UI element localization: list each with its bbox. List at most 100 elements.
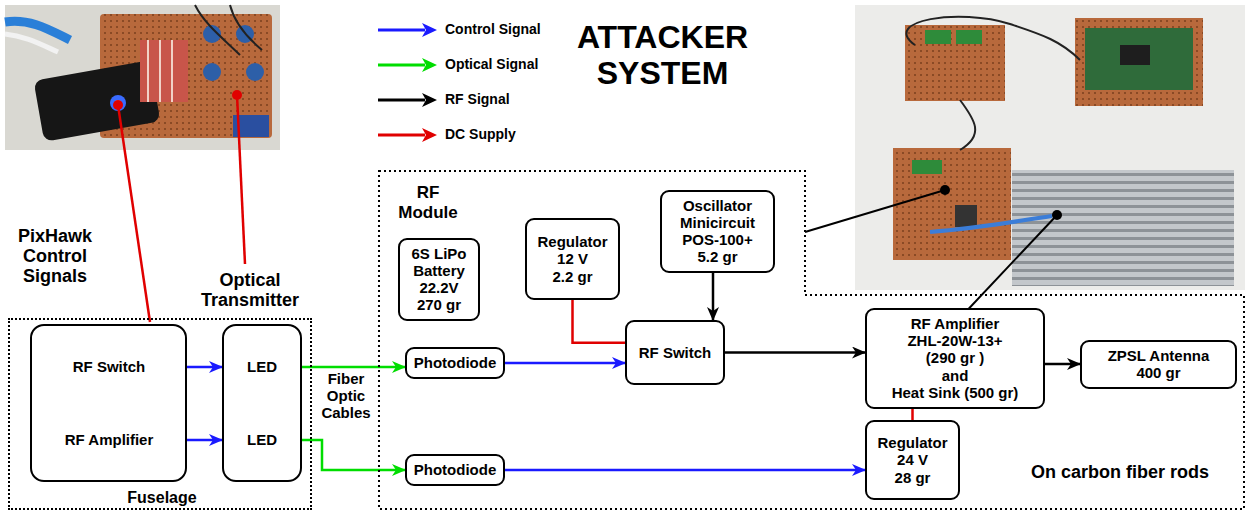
box-text: 24 V [897,451,928,468]
ribbon-connector [140,40,188,102]
box-text: ZHL-20W-13+ [907,332,1002,349]
diagram-title: ATTACKER SYSTEM [560,20,765,92]
signal-connector [573,300,626,343]
capacitor [203,63,221,81]
wires [960,100,975,150]
legend-text: Control Signal [445,21,541,38]
box-text: and [942,367,969,384]
signal-connector [187,366,222,369]
component [955,205,977,227]
status-led [110,95,126,111]
box-text: ZPSL Antenna [1108,347,1210,364]
box-text: 6S LiPo Battery [404,245,474,280]
leader-dot [232,90,242,100]
legend-arrow [378,22,438,38]
signal-connector [911,409,914,421]
leader-line [118,105,150,322]
signal-connector [505,362,625,365]
box-text: 400 gr [1136,364,1180,381]
legend-arrow [378,57,438,73]
node-label: LED [227,431,297,448]
box-text: 5.2 gr [697,248,737,265]
rf-module-region: RF ModuleOn carbon fiber rods6S LiPo Bat… [378,170,1245,510]
legend-line [378,99,425,102]
perf-board [1075,18,1203,106]
component-box: Photodiode [405,347,505,379]
perf-board [893,148,1011,260]
component-box: RF AmplifierZHL-20W-13+(290 gr )andHeat … [865,308,1045,409]
legend-line [378,134,425,137]
box-text: 270 gr [417,296,461,313]
coax-cable [930,216,1052,232]
legend-arrow [378,127,438,143]
box-text: (290 gr ) [926,349,984,366]
component-box: 6S LiPo Battery22.2V270 gr [398,238,480,321]
box-text: Regulator [537,233,607,250]
box-text: POS-100+ [682,231,752,248]
leader-dot [113,100,123,110]
leader-dot [940,185,950,195]
signal-box: LED LED [222,324,302,482]
component-box: ZPSL Antenna400 gr [1080,340,1237,389]
box-text: Heat Sink (500 gr) [892,384,1019,401]
legend-text: RF Signal [445,91,510,108]
legend-arrow [378,92,438,108]
node-label: RF Amplifier [39,431,179,448]
legend-text: Optical Signal [445,56,538,73]
servo-cable [5,34,58,52]
photo-ground [855,5,1245,290]
part-label: Fiber Optic Cables [316,371,376,421]
component-box: Regulator24 V28 gr [865,420,960,500]
box-text: Photodiode [414,354,497,371]
terminal-block [925,30,951,44]
fuselage-group: Fuselage RF Switch RF Amplifier LED LED [8,318,312,510]
box-text: 12 V [557,250,588,267]
dotted-border [379,171,1244,509]
signal-box: RF Switch RF Amplifier [30,324,187,482]
node-label: On carbon fiber rods [1000,462,1240,483]
signal-connector [1045,363,1080,366]
legend-head [422,23,437,37]
node-label: RF Switch [39,358,179,375]
signal-connector [187,439,222,442]
legend-head [422,93,437,107]
component-box: Photodiode [405,454,505,486]
box-text: RF Amplifier [911,315,1000,332]
box-text: Minicircuit [680,214,755,231]
box-text: 2.2 gr [552,268,592,285]
capacitor [246,63,264,81]
box-text: Regulator [877,434,947,451]
box-text: 28 gr [895,469,931,486]
wires [906,17,1080,60]
signal-connector [712,273,715,321]
component-box: OscillatorMinicircuitPOS-100+5.2 gr [660,190,775,273]
leader-line [960,215,1057,318]
signal-connector [725,351,865,354]
signal-connector [302,440,405,470]
box-text: Photodiode [414,461,497,478]
perf-board [905,25,1005,101]
leader-line [237,95,245,264]
box-text: Oscillator [683,197,752,214]
legend-line [378,29,425,32]
regulator-board [1085,28,1193,90]
component [1120,45,1150,65]
node-label: LED [227,358,297,375]
legend-line [378,64,425,67]
terminal-block [956,30,982,44]
legend-text: DC Supply [445,126,516,143]
ribbon-stripes [148,40,172,102]
box-text: 22.2V [419,279,458,296]
rf-module-photo [855,5,1245,290]
leader-dot [1052,210,1062,220]
leader-line [805,190,945,232]
wires [195,5,262,55]
box-text: RF Switch [639,344,712,361]
signal-connector [302,366,405,369]
component-box: RF Switch [625,320,725,385]
part-label: Optical Transmitter [180,270,320,310]
signal-connector [505,469,865,472]
legend-head [422,58,437,72]
node-label: Fuselage [62,489,262,507]
